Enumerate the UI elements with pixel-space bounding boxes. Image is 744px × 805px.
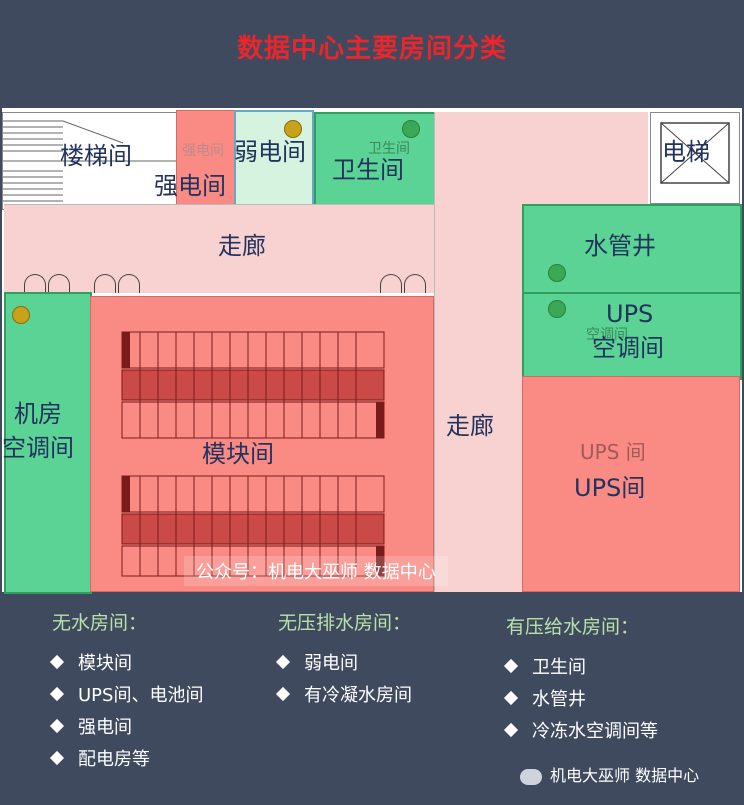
legend-no-water: 无水房间： 模块间 UPS间、电池间 强电间 配电房等	[49, 608, 203, 771]
strong-electric-ghost-label: 强电间	[182, 143, 224, 159]
corridor-horizontal	[4, 204, 434, 293]
ups-ac-label-line1: UPS	[606, 300, 654, 328]
diagram-title: 数据中心主要房间分类	[236, 34, 507, 64]
door-2	[48, 274, 70, 293]
stairs-area	[2, 112, 180, 210]
elevator-cross	[660, 122, 730, 184]
stairs-lines	[3, 120, 179, 202]
legend-item: 卫生间	[503, 653, 658, 679]
weak-electric-label: 弱电间	[234, 138, 306, 166]
ups-room-ghost-label: UPS 间	[580, 440, 646, 464]
corridor-top-label: 走廊	[218, 232, 266, 260]
wechat-icon	[520, 768, 542, 785]
diamond-bullet-icon	[275, 686, 291, 702]
strong-electric-label: 强电间	[154, 172, 226, 200]
corridor-vertical	[434, 112, 524, 592]
module-room-label: 模块间	[202, 440, 274, 468]
diamond-bullet-icon	[49, 654, 65, 670]
door-3	[94, 274, 116, 293]
toilet-label: 卫生间	[332, 156, 404, 184]
elevator-room	[650, 112, 740, 204]
machine-ac-label-line1: 机房	[14, 400, 62, 428]
legend-item: 冷冻水空调间等	[503, 717, 658, 743]
toilet-ghost-label: 卫生间	[368, 141, 410, 157]
door-4	[118, 274, 140, 293]
ups-room	[522, 376, 740, 592]
diamond-bullet-icon	[49, 718, 65, 734]
elevator-label: 电梯	[662, 138, 710, 166]
water-point-icon	[548, 300, 566, 318]
floor-plan: 楼梯间 强电间 强电间 弱电间 卫生间 卫生间 走廊 走廊 电梯 水管井 空调间…	[2, 108, 742, 594]
door-6	[404, 274, 426, 293]
legend-item: UPS间、电池间	[49, 681, 203, 707]
legend-item: 强电间	[49, 713, 203, 739]
machine-ac-room	[4, 292, 92, 594]
diamond-bullet-icon	[503, 690, 519, 706]
diamond-bullet-icon	[49, 750, 65, 766]
watermark: 公众号：机电大巫师 数据中心	[184, 556, 448, 586]
corridor-right-label: 走廊	[446, 412, 494, 440]
legend-no-pressure-drain: 无压排水房间： 弱电间 有冷凝水房间	[275, 608, 412, 707]
legend-pressure-supply-heading: 有压给水房间：	[506, 616, 640, 638]
ups-room-label: UPS间	[574, 474, 646, 502]
floor-drain-icon	[12, 306, 30, 324]
legend-item: 配电房等	[49, 745, 203, 771]
water-point-icon	[548, 264, 566, 282]
legend-pressure-supply: 有压给水房间： 卫生间 水管井 冷冻水空调间等	[503, 612, 658, 743]
door-1	[24, 274, 46, 293]
water-point-icon	[402, 120, 420, 138]
machine-ac-label-line2: 空调间	[2, 434, 74, 462]
stairs-label: 楼梯间	[60, 142, 132, 170]
diamond-bullet-icon	[275, 654, 291, 670]
ups-ac-ghost-label: 空调间	[586, 327, 628, 343]
diamond-bullet-icon	[503, 722, 519, 738]
legend-item: 弱电间	[275, 649, 412, 675]
legend-item: 有冷凝水房间	[275, 681, 412, 707]
diamond-bullet-icon	[49, 686, 65, 702]
floor-drain-icon	[284, 120, 302, 138]
legend-no-water-heading: 无水房间：	[52, 612, 148, 634]
water-shaft-label: 水管井	[584, 232, 656, 260]
legend-no-pressure-drain-heading: 无压排水房间：	[278, 612, 412, 634]
footer-text: 机电大巫师 数据中心	[550, 766, 700, 785]
ups-ac-label-line2: 空调间	[592, 334, 664, 362]
legend-item: 水管井	[503, 685, 658, 711]
diamond-bullet-icon	[503, 658, 519, 674]
corridor-top-right	[522, 112, 648, 204]
door-5	[380, 274, 402, 293]
rack-rows	[121, 331, 385, 577]
legend-item: 模块间	[49, 649, 203, 675]
footer: 机电大巫师 数据中心	[520, 762, 699, 786]
